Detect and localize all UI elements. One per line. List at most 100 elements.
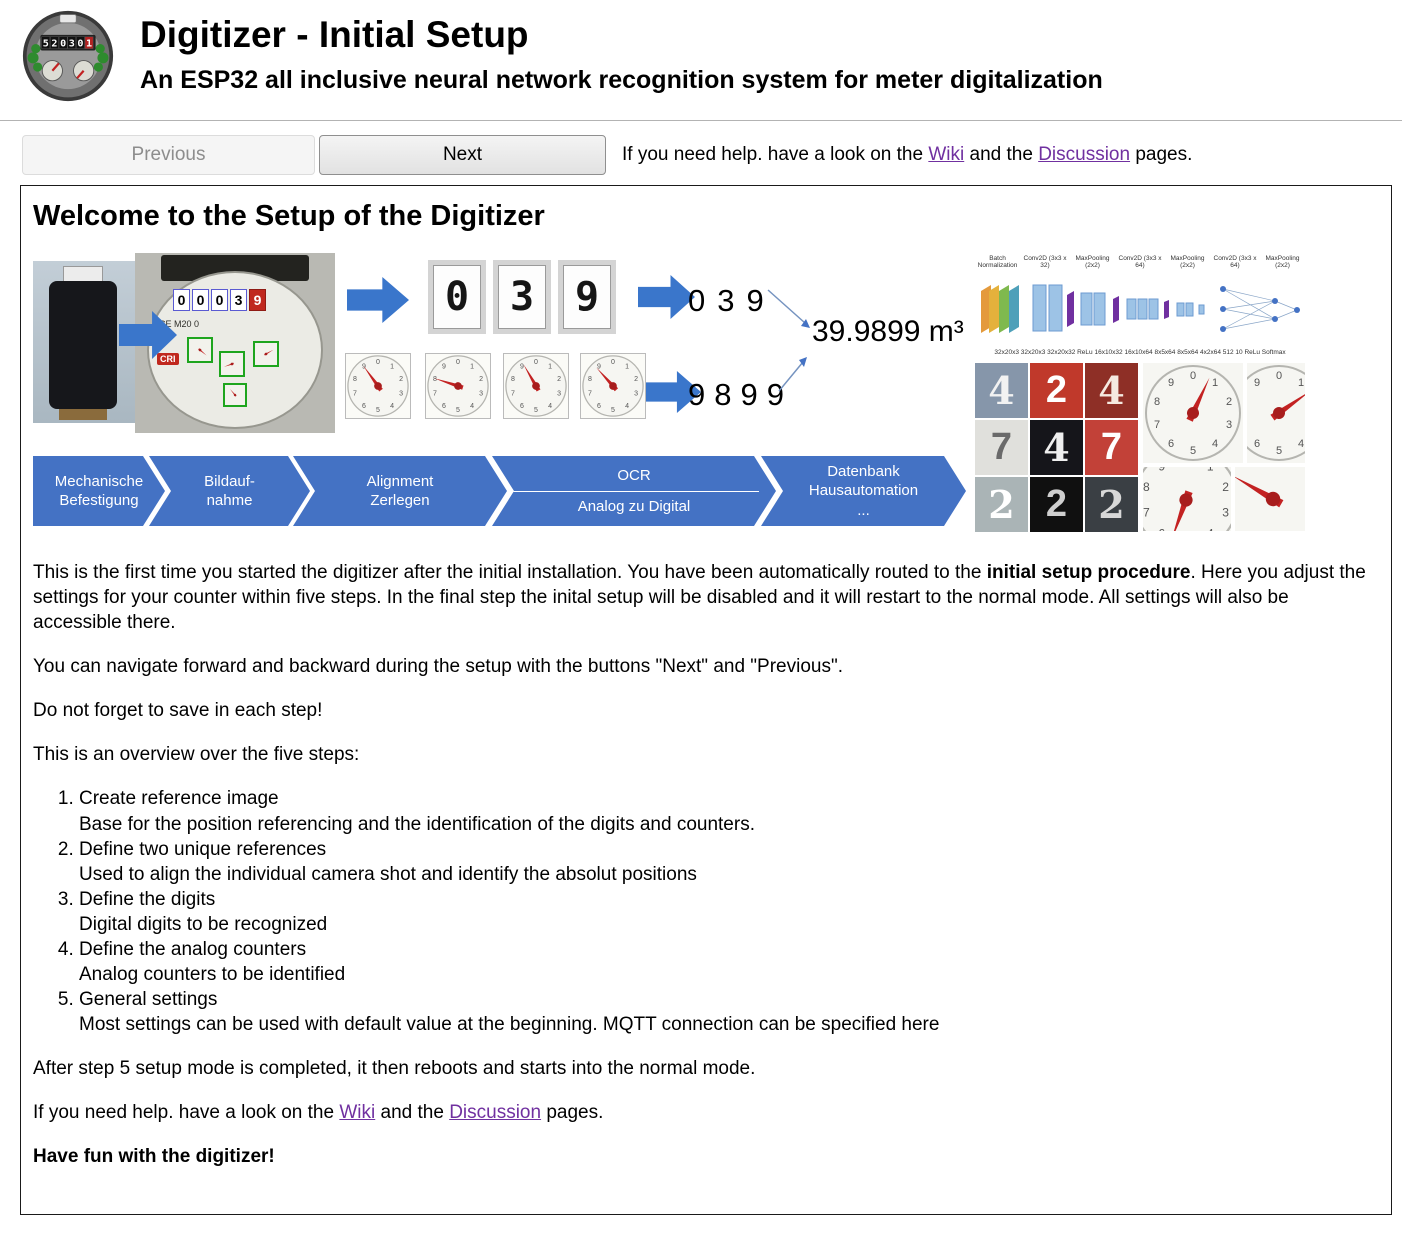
cnn-architecture-diagram [981, 284, 1300, 333]
step-label: Hausautomation [808, 482, 919, 500]
process-step-mounting: Mechanische Befestigung [33, 456, 165, 526]
step-desc: Digital digits to be recognized [79, 913, 328, 935]
step-title: Define the digits [79, 888, 216, 910]
cnn-layer-labels: Batch Normalization Conv2D (3x3 x 32) Ma… [977, 255, 1300, 269]
sample-digit-tile: 2 [1030, 363, 1083, 418]
svg-text:2: 2 [51, 38, 57, 49]
sample-digit-tile: 4 [1085, 363, 1138, 418]
overview-paragraph: This is an overview over the five steps: [33, 744, 360, 766]
step-label: Zerlegen [370, 492, 430, 509]
help-text-top: If you need help. have a look on the Wik… [622, 144, 1192, 166]
sample-digit-tile: 2 [1030, 477, 1083, 532]
step-title: Define two unique references [79, 838, 327, 860]
step-title: Create reference image [79, 788, 279, 810]
sample-digit-tile: 4 [1030, 420, 1083, 475]
step-desc: Base for the position referencing and th… [79, 813, 755, 835]
meter-total-value: 39.9899 m³ [812, 315, 964, 348]
sample-digit-tile: 2 [975, 477, 1028, 532]
step-label: Bildauf- [204, 472, 255, 490]
svg-text:3: 3 [69, 38, 75, 49]
analog-dial-crop [503, 353, 569, 419]
sample-digit-tile: 2 [1085, 477, 1138, 532]
step-title: General settings [79, 989, 218, 1011]
meter-digit: 3 [230, 289, 247, 311]
sample-dial-photo [1143, 467, 1231, 531]
after-paragraph: After step 5 setup mode is completed, it… [33, 1058, 756, 1080]
page-title: Digitizer - Initial Setup [140, 14, 529, 55]
sample-digit-tile: 7 [1085, 420, 1138, 475]
step-title: Define the analog counters [79, 938, 307, 960]
digit-crop-tile: 0 [433, 265, 481, 329]
step-label: Analog zu Digital [577, 497, 691, 515]
step-label: Befestigung [59, 492, 139, 509]
step-desc: Analog counters to be identified [79, 964, 346, 986]
app-logo: 5 2 0 3 0 1 [22, 10, 114, 102]
wiki-link-bottom[interactable]: Wiki [339, 1102, 376, 1124]
flow-arrow-icon [347, 277, 409, 323]
ocr-digits-result: 039 [688, 283, 776, 318]
meter-digit: 0 [192, 289, 209, 311]
welcome-heading: Welcome to the Setup of the Digitizer [33, 200, 545, 232]
navigate-paragraph: You can navigate forward and backward du… [33, 656, 843, 678]
svg-text:0: 0 [60, 38, 66, 49]
meter-cri-badge: CRI [157, 353, 179, 365]
save-paragraph: Do not forget to save in each step! [33, 700, 323, 722]
help-suffix: pages. [1130, 144, 1193, 165]
help-text-bottom: If you need help. have a look on the Wik… [33, 1102, 604, 1124]
analog-dial-crop [580, 353, 646, 419]
sample-digit-tile: 4 [975, 363, 1028, 418]
sample-dial-photo [1143, 363, 1243, 463]
process-step-alignment: Alignment Zerlegen [293, 456, 507, 526]
svg-text:1: 1 [86, 38, 92, 49]
step-desc: Used to align the individual camera shot… [79, 863, 697, 885]
svg-text:0: 0 [77, 38, 83, 49]
sample-dial-photo [1235, 467, 1305, 531]
roi-box [187, 337, 213, 363]
analog-dial-crop [425, 353, 491, 419]
value-connector-lines [767, 289, 810, 392]
closing-paragraph: Have fun with the digitizer! [33, 1146, 275, 1168]
roi-box [219, 351, 245, 377]
meter-digit: 0 [173, 289, 190, 311]
intro-paragraph: This is the first time you started the d… [33, 562, 1366, 634]
next-button[interactable]: Next [319, 135, 606, 175]
digit-crop-tile: 9 [563, 265, 611, 329]
wiki-link[interactable]: Wiki [928, 144, 965, 165]
app-header: 5 2 0 3 0 1 Digitizer - Initial Setup An… [0, 0, 1402, 102]
intro-bold: initial setup procedure [986, 562, 1191, 583]
analog-dial-crop [345, 353, 411, 419]
previous-button[interactable]: Previous [22, 135, 315, 175]
meter-installation-photo [33, 261, 135, 423]
page-root: 5 2 0 3 0 1 Digitizer - Initial Setup An… [0, 0, 1402, 1215]
meter-digit: 0 [211, 289, 228, 311]
digit-crop-tile: 3 [498, 265, 546, 329]
header-divider [0, 120, 1402, 121]
meter-digit-red: 9 [249, 289, 266, 311]
process-step-ocr: OCR Analog zu Digital [492, 456, 776, 526]
roi-box [253, 341, 279, 367]
sample-digit-tile: 7 [975, 420, 1028, 475]
meter-logo-icon: 5 2 0 3 0 1 [22, 10, 114, 102]
setup-panel: Welcome to the Setup of the Digitizer 0 … [20, 185, 1392, 1216]
step-label: Mechanische [54, 472, 144, 490]
discussion-link-bottom[interactable]: Discussion [449, 1102, 542, 1124]
svg-text:5: 5 [43, 38, 49, 49]
page-subtitle: An ESP32 all inclusive neural network re… [140, 66, 1103, 94]
step-label: ... [857, 501, 870, 519]
step-divider [509, 491, 759, 492]
roi-box [223, 383, 247, 407]
sample-dial-photo [1247, 363, 1305, 463]
help-middle: and the [964, 144, 1039, 165]
step-label: nahme [206, 492, 253, 509]
help-prefix: If you need help. have a look on the [622, 144, 929, 165]
header-titles: Digitizer - Initial Setup An ESP32 all i… [140, 10, 1103, 95]
discussion-link[interactable]: Discussion [1038, 144, 1131, 165]
setup-nav: Previous Next If you need help. have a l… [0, 133, 1402, 185]
step-label: OCR [617, 467, 651, 484]
